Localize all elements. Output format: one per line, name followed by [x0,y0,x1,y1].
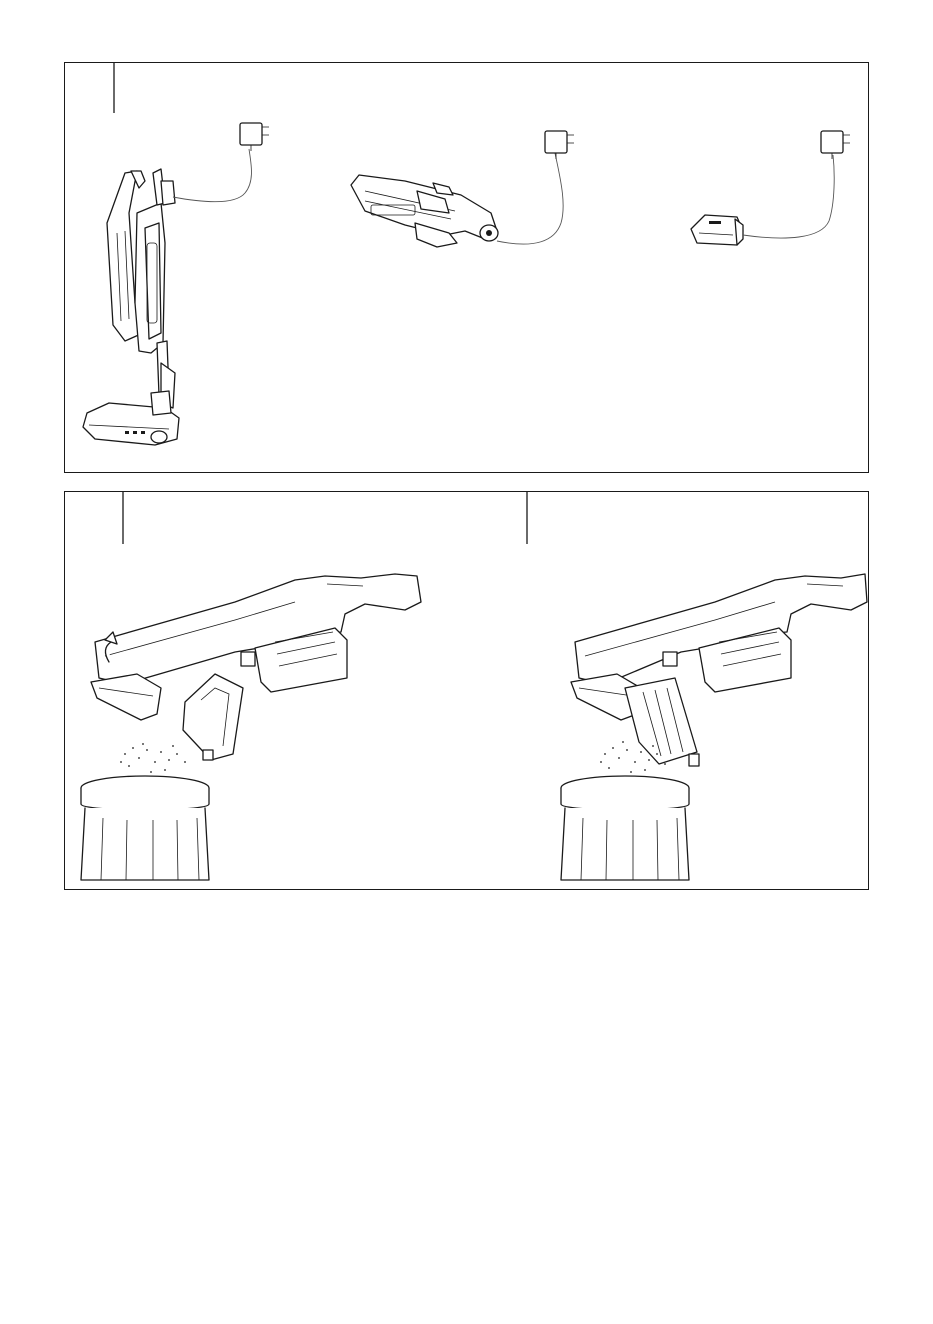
empty-dustbin-panel [64,491,869,890]
trash-can-icon-a [81,776,209,880]
charger-plug-icon-2 [545,131,574,159]
charging-panel [64,62,869,473]
charger-plug-icon-1 [240,123,269,151]
charger-cord-2 [497,153,563,244]
charger-plug-icon-3 [821,131,850,159]
stick-vacuum-icon [83,169,179,445]
charger-cord-1 [173,149,252,202]
battery-pack-icon [691,215,743,245]
trash-can-icon-b [561,776,689,880]
dust-particles-a [120,743,186,773]
charger-cord-3 [743,155,834,238]
empty-dustbin-illustrations [65,492,870,891]
handheld-vacuum-icon [351,175,498,247]
dustbin-release-arrow-icon [91,574,421,773]
charging-illustrations [65,63,870,474]
handheld-emptying-icon [571,574,867,773]
